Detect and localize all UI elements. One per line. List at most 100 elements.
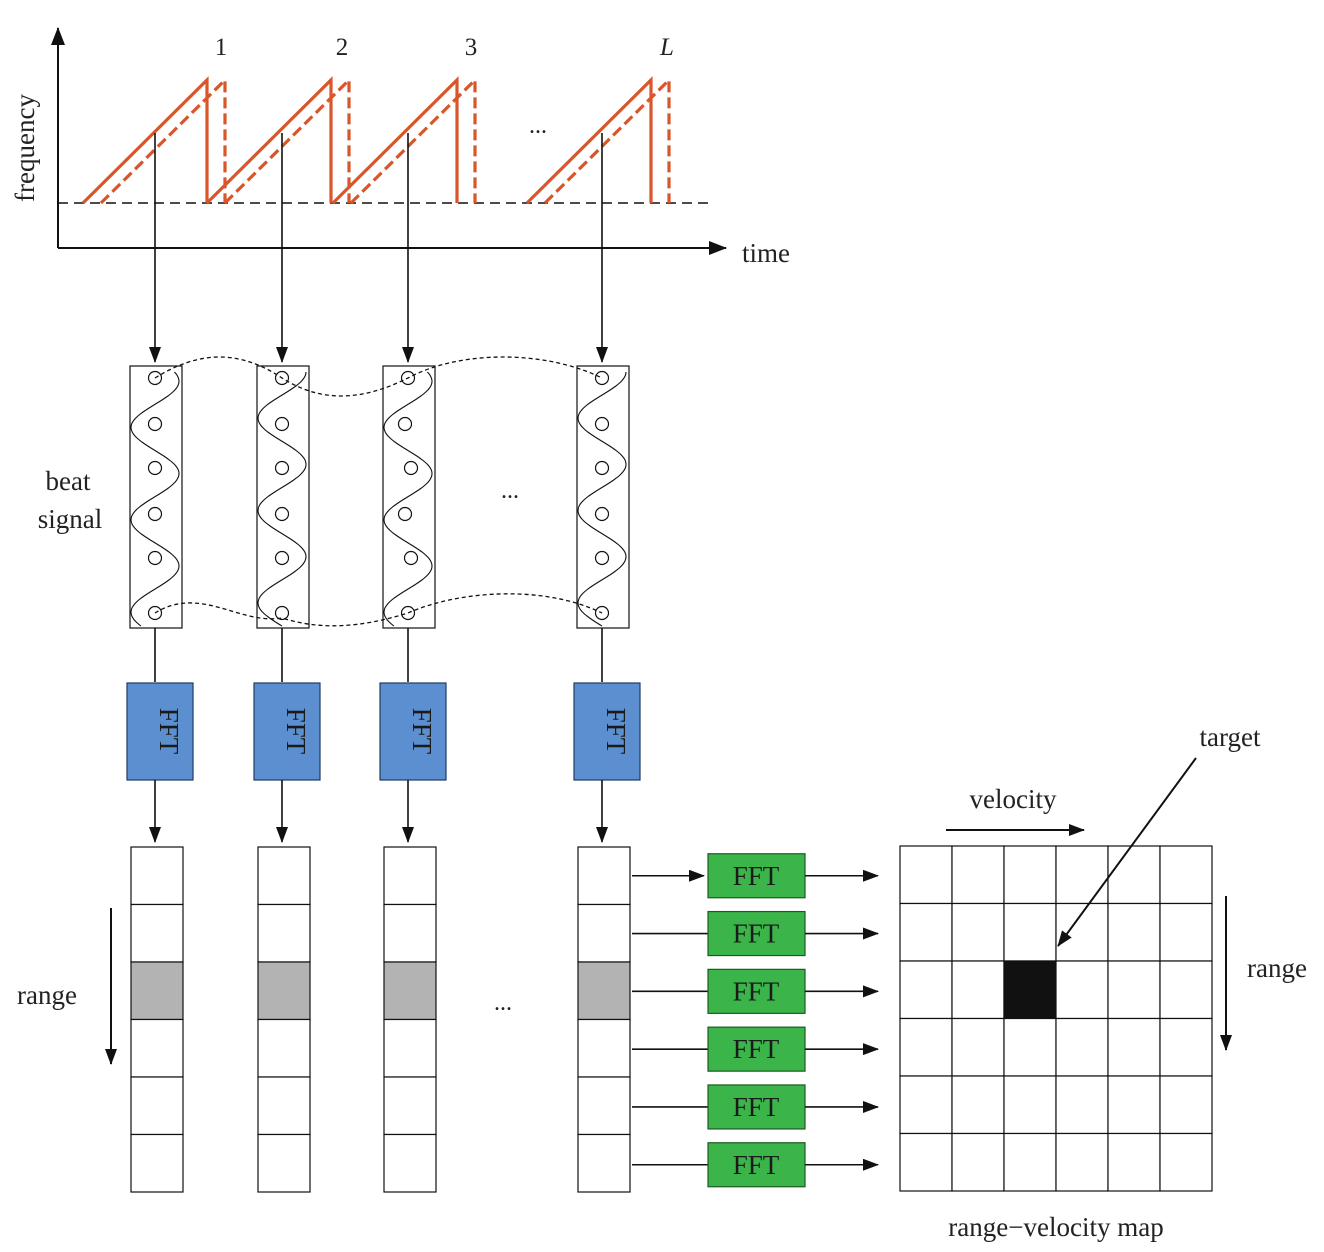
range-bin [130,961,184,1021]
rv-cell [951,902,1005,962]
sample-point [594,550,610,566]
rv-cell [1003,902,1057,962]
range-bin [383,846,437,906]
rv-cell [1159,1132,1213,1192]
tx-chirp [331,76,459,205]
rv-cell [1055,1132,1109,1192]
rx-chirp [99,76,227,205]
doppler-fft-label: FFT [733,1034,780,1064]
rx-chirp [349,76,477,205]
rv-cell [951,845,1005,905]
rv-cell [951,1132,1005,1192]
beat-frame [576,365,630,629]
rv-cell [1159,902,1213,962]
range-bin [257,1133,311,1193]
rv-cell [899,845,953,905]
range-bin [257,1018,311,1078]
range-fft-box [126,682,194,781]
range-bin [130,903,184,963]
chirp-1 [81,76,227,205]
doppler-fft-label: FFT [733,919,780,949]
range-bin [257,961,311,1021]
rv-cell [899,1075,953,1135]
range-bin-columns [130,846,631,1193]
target-cell [1003,960,1057,1020]
doppler-fft-box [707,968,806,1014]
chirp-3 [331,76,477,205]
chirp-waveforms [81,76,671,205]
range-fft-label: FFT [601,708,631,755]
tx-chirp [81,76,209,205]
sample-point [147,460,163,476]
range-bin [383,961,437,1021]
chirp-label-1: 1 [215,34,228,61]
beat-frame [129,365,183,629]
range-label-right: range [1247,953,1307,983]
range-bin [257,1076,311,1136]
doppler-fft-row-2: FFT [632,910,879,957]
rv-cell [1107,845,1161,905]
sample-point [400,605,416,621]
beat-column-2 [256,365,310,682]
beat-column-4 [576,365,630,682]
range-bin [257,903,311,963]
target-label: target [1200,722,1261,752]
range-bin [383,1018,437,1078]
beat-ellipsis: ... [501,478,519,504]
chirp-ellipsis: ... [529,113,547,139]
range-column-4 [577,846,631,1193]
sample-point [274,506,290,522]
target-pointer [1057,757,1197,947]
doppler-fft-row-4: FFT [632,1026,879,1072]
rv-cell [1107,1132,1161,1192]
sample-point [400,370,416,386]
rv-cell [1107,960,1161,1020]
range-label-left: range [17,980,77,1010]
range-column-1 [130,846,184,1193]
range-column-2 [257,846,311,1193]
doppler-fft-row-3: FFT [632,968,879,1014]
sample-point [147,506,163,522]
tx-chirp [525,76,653,205]
map-caption: range−velocity map [948,1212,1163,1242]
range-fft-3: FFT [379,682,447,843]
sample-point [594,416,610,432]
range-fft-4: FFT [573,682,641,843]
sample-point [397,416,413,432]
beat-column-3 [382,365,436,682]
envelope-bottom [154,593,603,627]
range-bin [130,1018,184,1078]
rv-cell [1003,1075,1057,1135]
range-column-3 [383,846,437,1193]
range-bin [130,846,184,906]
rv-cell [1055,1017,1109,1077]
sample-point [274,416,290,432]
doppler-fft-box [707,853,806,899]
x-axis-label: time [742,238,790,268]
rv-cell [1107,1075,1161,1135]
beat-signal-section: beat signal ... [38,356,630,682]
chirp-4 [525,76,671,205]
sample-point [274,370,290,386]
rv-cell [899,960,953,1020]
doppler-fft-box [707,1084,806,1130]
sample-point [403,550,419,566]
range-bin [577,846,631,906]
sample-point [594,370,610,386]
beat-wave [383,371,433,627]
doppler-fft-label: FFT [733,976,780,1006]
chirp-plot: frequency time 1 2 3 L ... [10,27,790,268]
chirp-label-L: L [659,34,674,61]
rv-cell [1107,902,1161,962]
chirp-2 [205,76,351,205]
range-bin [577,903,631,963]
sample-point [397,506,413,522]
rv-cell [951,960,1005,1020]
sample-point [594,605,610,621]
doppler-fft-row-6: FFT [632,1142,879,1188]
rv-cell [1055,1075,1109,1135]
range-velocity-map: velocity range target range−velocity map [899,722,1307,1242]
beat-signal-columns [129,365,630,682]
sample-point [147,416,163,432]
sample-point [147,605,163,621]
